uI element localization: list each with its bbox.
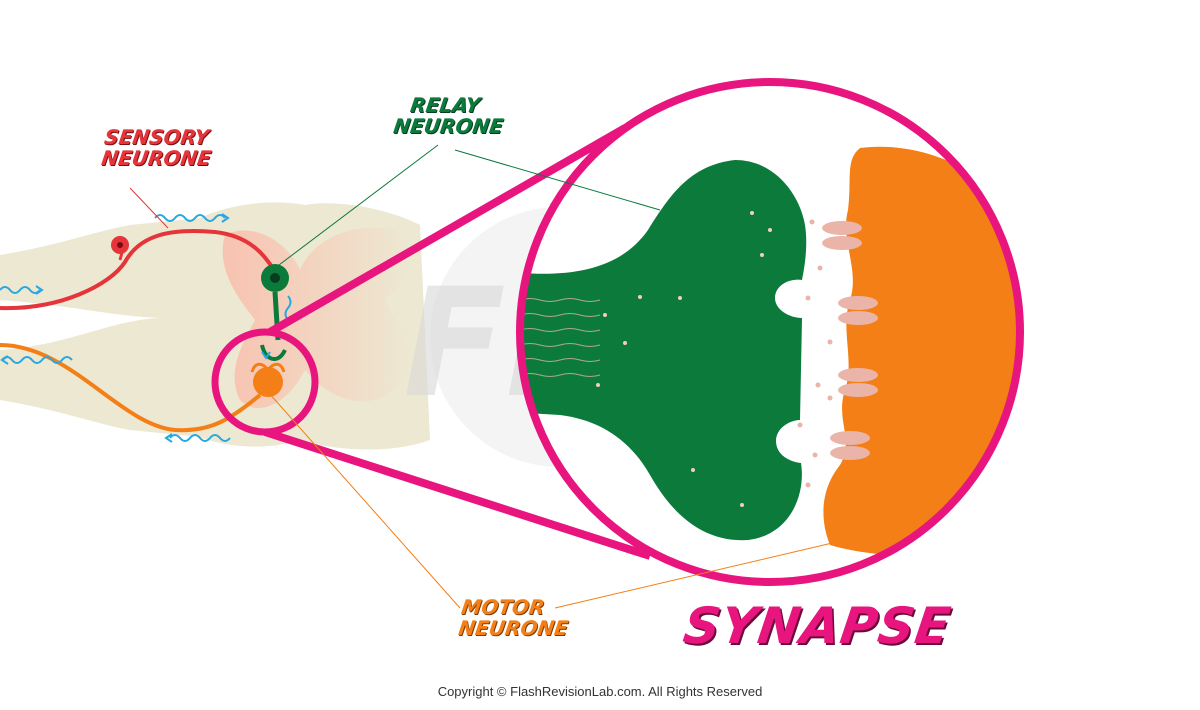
- focus-circle: [211, 328, 319, 436]
- relay-label-line1: Relay: [408, 93, 482, 117]
- motor-neurone-label: Motor Neurone: [456, 595, 572, 640]
- motor-label-line2: Neurone: [456, 616, 570, 640]
- relay-neurone-label: Relay Neurone: [391, 93, 507, 138]
- sensory-neurone-label: Sensory Neurone: [99, 125, 215, 170]
- synapse-title: Synapse: [679, 597, 955, 655]
- sensory-label-line2: Neurone: [99, 146, 213, 170]
- sensory-neurone: [0, 228, 277, 311]
- axon-fibrils: [520, 298, 601, 377]
- motor-cell-body: [253, 367, 283, 397]
- postsynaptic-membrane: [823, 146, 1020, 556]
- relay-neurone: [260, 264, 289, 361]
- relay-label-line2: Neurone: [391, 114, 505, 138]
- neurotransmitters: [797, 219, 833, 488]
- vesicles: [596, 211, 772, 507]
- sensory-label-line1: Sensory: [102, 125, 211, 149]
- motor-label-line1: Motor: [459, 595, 547, 619]
- impulse-arrows: [0, 213, 292, 443]
- magnifier-lines: [263, 124, 652, 560]
- presynaptic-terminal: [520, 160, 807, 541]
- receptors: [822, 221, 878, 460]
- zoom-circle: [516, 78, 1024, 586]
- leader-lines: [129, 144, 846, 609]
- spinal-nerve: [0, 215, 230, 440]
- copyright-notice: Copyright © FlashRevisionLab.com. All Ri…: [437, 684, 763, 699]
- synapse-zoom: [520, 82, 1020, 582]
